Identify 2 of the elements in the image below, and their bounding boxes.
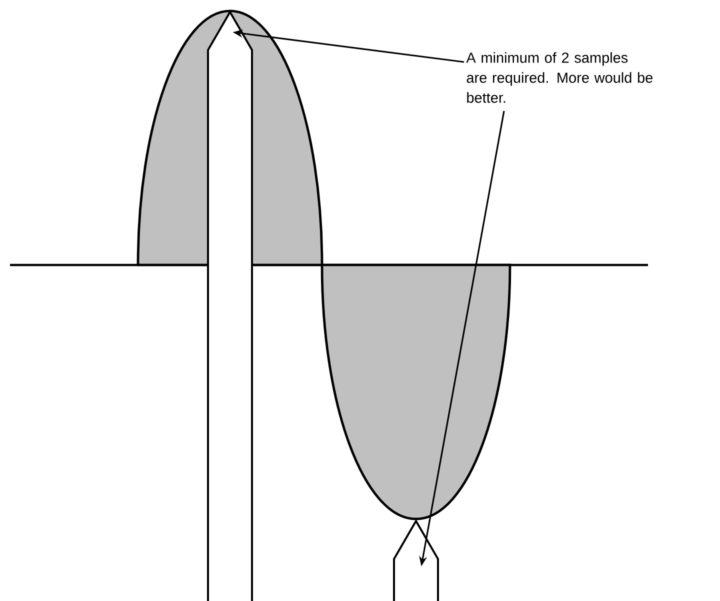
sample-pointer [207, 10, 253, 601]
note-text: A minimum of 2 samples are required. More would be better. [466, 52, 652, 103]
